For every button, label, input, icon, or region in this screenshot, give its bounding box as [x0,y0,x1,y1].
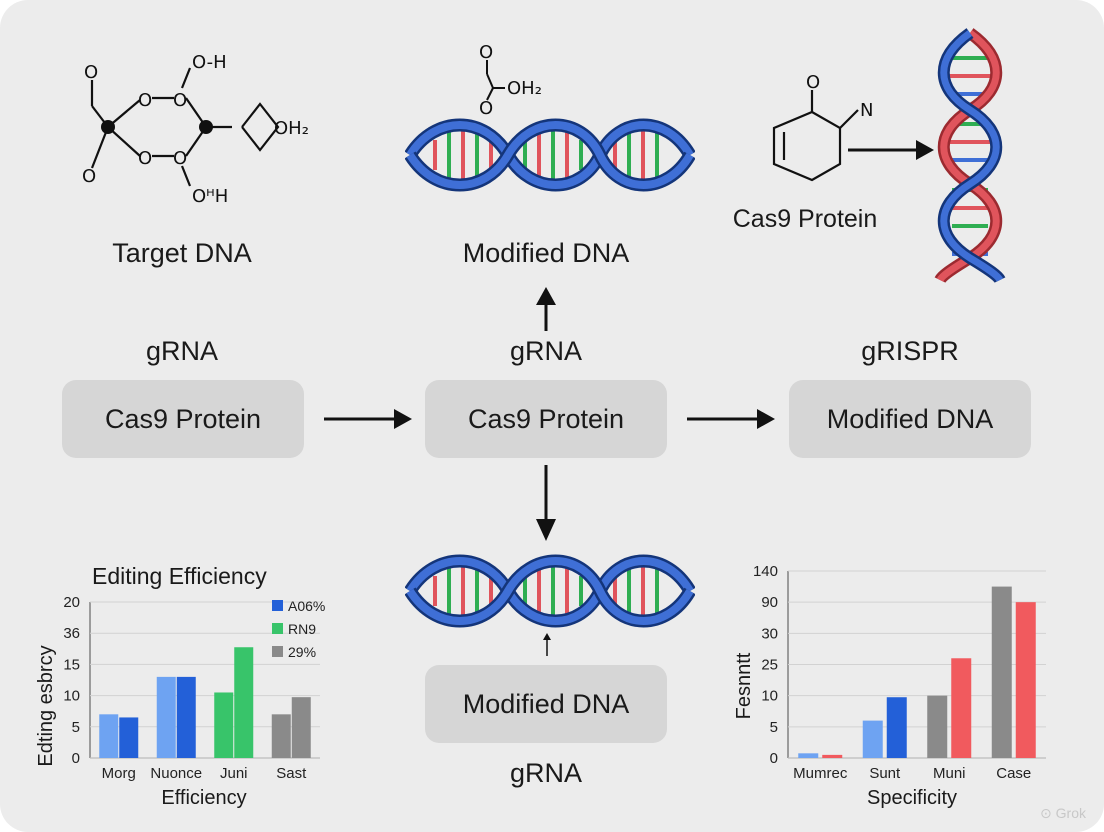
atom-label: O [138,148,152,169]
arrow-right-2 [687,409,775,429]
y-tick-label: 10 [761,688,778,705]
left-molecule-structure: O O-H O O O O OH₂ O OᵸH [82,52,309,207]
atom-label: OH₂ [274,118,309,139]
bar [927,695,948,758]
atom-label: OᵸH [192,186,228,207]
y-tick-label: 36 [63,625,80,642]
y-tick-label: 5 [770,719,778,736]
bar [271,714,291,758]
grisp-right-label: gRISPR [861,336,959,366]
arrow-up [536,287,556,331]
bar [156,676,176,758]
legend-swatch [272,600,283,611]
y-tick-label: 15 [63,656,80,673]
arrow-right-1 [324,409,412,429]
x-tick-label: Nuonce [150,765,202,782]
arrow-down [536,465,556,541]
atom-label: O [173,90,187,111]
cas9-protein-box-center: Cas9 Protein [425,380,667,458]
legend-swatch [272,646,283,657]
modified-dna-box-bottom: Modified DNA [425,665,667,743]
right-molecule-structure: O N [772,72,873,182]
x-tick-label: Juni [220,765,248,782]
atom-label: OH₂ [507,78,542,99]
atom-label: O [479,98,493,118]
y-tick-label: 90 [761,594,778,611]
dna-helix-top [405,118,695,192]
y-tick-label: 0 [770,750,778,767]
bar [1015,602,1036,758]
legend-label: A06% [288,598,325,614]
bar [951,658,972,758]
bar [822,754,843,758]
legend-label: RN9 [288,621,316,637]
y-tick-label: 10 [63,688,80,705]
x-axis-label: Specificity [867,787,957,809]
bar [798,753,819,758]
atom-label: N [860,100,873,121]
chart-title: Editing Efficiency [92,563,267,589]
grna-left-label: gRNA [145,336,219,366]
y-axis-label: Fesnntt [733,652,755,719]
cas9-protein-top-label: Cas9 Protein [732,205,878,233]
y-tick-label: 5 [72,719,80,736]
atom-label: O [479,42,493,63]
x-tick-label: Mumrec [793,765,848,782]
modified-dna-top-label: Modified DNA [462,238,630,268]
target-dna-label: Target DNA [112,238,252,268]
watermark: ⊙ Grok [1040,805,1086,821]
x-tick-label: Sunt [869,765,901,782]
atom-label: O [138,90,152,111]
x-tick-label: Sast [276,765,307,782]
bar [886,697,907,758]
bar [119,717,139,758]
atom-label: O-H [192,52,227,73]
center-molecule-structure: O OH₂ O [479,42,542,118]
bar [176,676,196,758]
grna-bottom-label: gRNA [509,758,583,788]
x-tick-label: Case [996,765,1031,782]
cas9-protein-box-left: Cas9 Protein [62,380,304,458]
bar [862,720,883,758]
y-tick-label: 25 [761,657,778,674]
grna-center-label: gRNA [509,336,583,366]
x-tick-label: Morg [102,765,136,782]
dna-helix-vertical [934,28,1006,284]
y-tick-label: 0 [72,750,80,767]
bar [991,586,1012,758]
atom-label: O [82,166,96,187]
legend-swatch [272,623,283,634]
arrow-right-helix [848,140,934,160]
atom-label: O [173,148,187,169]
bar [99,714,119,758]
editing-efficiency-chart: Editing Efficiency Edting esbrcy Efficie… [35,563,325,809]
legend-label: 29% [288,644,316,660]
x-axis-label: Efficiency [161,787,246,809]
atom-label: O [84,62,98,83]
bar [214,692,234,758]
y-tick-label: 30 [761,625,778,642]
arrow-up-small [543,633,551,656]
y-tick-label: 20 [63,594,80,611]
dna-helix-bottom [405,554,695,628]
y-axis-label: Edting esbrcy [35,645,57,766]
bar [234,647,254,758]
atom-label: O [806,72,820,93]
y-tick-label: 140 [753,563,778,580]
x-tick-label: Muni [933,765,966,782]
specificity-chart: Fesnntt Specificity 0 5 10 25 30 90 140 Mumrec… [733,563,1046,809]
modified-dna-box-right: Modified DNA [789,380,1031,458]
bar [291,697,311,758]
